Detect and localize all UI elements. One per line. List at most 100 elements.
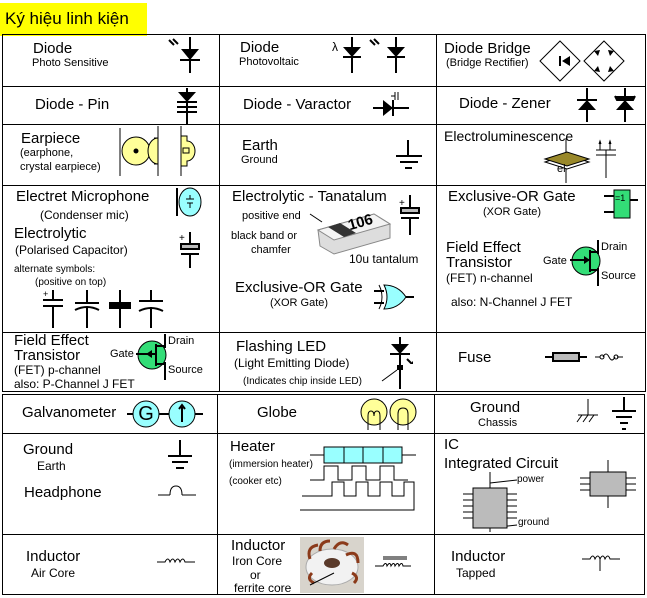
sub-ground-chassis: Chassis bbox=[478, 417, 518, 429]
label-el: Electroluminescence bbox=[444, 128, 574, 144]
fet-p-drain: Drain bbox=[168, 335, 195, 347]
label-ic-2: Integrated Circuit bbox=[444, 455, 559, 472]
sub-mic: (Condenser mic) bbox=[40, 208, 129, 222]
label-ground-chassis: Ground bbox=[470, 399, 521, 416]
fet-n-channel-icon bbox=[570, 240, 601, 286]
tantalum-value: 10u tantalum bbox=[349, 252, 419, 266]
label-diode-pv: Diode bbox=[240, 39, 280, 56]
earpiece-icon bbox=[119, 126, 196, 176]
ic-ground-label: ground bbox=[518, 517, 550, 528]
svg-text:+: + bbox=[43, 289, 48, 299]
label-varactor: Diode - Varactor bbox=[243, 96, 352, 113]
label-fuse: Fuse bbox=[458, 349, 492, 366]
tantalum-positive-end: positive end bbox=[242, 210, 301, 222]
label-led: Flashing LED bbox=[236, 338, 327, 355]
alternate-capacitor-icons: + bbox=[43, 289, 164, 328]
xor-gate-label: =1 bbox=[615, 193, 626, 203]
electret-microphone-icon bbox=[176, 187, 202, 217]
label-zener: Diode - Zener bbox=[459, 95, 551, 112]
label-fet-p-2: Transistor bbox=[14, 347, 81, 364]
label-ground-earth: Ground bbox=[23, 441, 74, 458]
sub-xor-2: (XOR Gate) bbox=[270, 297, 329, 309]
sub-fet-n: (FET) n-channel bbox=[446, 271, 533, 285]
fet-n-also: also: N-Channel J FET bbox=[451, 295, 573, 309]
lambda-label: λ bbox=[332, 40, 338, 54]
electroluminescence-icon bbox=[543, 138, 616, 183]
label-mic: Electret Microphone bbox=[16, 188, 150, 205]
tantalum-band-2: chamfer bbox=[251, 244, 291, 256]
fet-p-also: also: P-Channel J FET bbox=[14, 377, 135, 391]
page-title: Ký hiệu linh kiện bbox=[0, 3, 147, 36]
tantalum-capacitor-image bbox=[309, 213, 392, 255]
sub-inductor-iron-1: Iron Core bbox=[232, 554, 283, 568]
label-xor-1: Exclusive-OR Gate bbox=[448, 188, 576, 205]
label-ic-1: IC bbox=[444, 436, 459, 453]
sub-earpiece-1: (earphone, bbox=[20, 147, 74, 159]
photovoltaic-diode-icon bbox=[343, 37, 405, 73]
label-electrolytic: Electrolytic bbox=[14, 225, 87, 242]
galvanometer-icon bbox=[127, 400, 203, 428]
air-core-inductor-icon bbox=[157, 558, 195, 564]
svg-text:+: + bbox=[179, 233, 185, 244]
sub-earpiece-2: crystal earpiece) bbox=[20, 161, 101, 173]
label-globe: Globe bbox=[257, 404, 298, 421]
label-fet-n-1: Field Effect bbox=[446, 239, 521, 256]
label-fet-n-2: Transistor bbox=[446, 254, 513, 271]
tantalum-capacitor-icon: + bbox=[399, 195, 420, 235]
pin-diode-icon bbox=[177, 88, 197, 124]
label-tantalum: Electrolytic - Tanatalum bbox=[232, 188, 387, 205]
sub-heater-2: (cooker etc) bbox=[229, 476, 282, 487]
fet-n-source: Source bbox=[601, 270, 636, 282]
photo-diode-icon bbox=[168, 37, 200, 73]
sub-electrolytic: (Polarised Capacitor) bbox=[15, 243, 128, 257]
heater-icon bbox=[300, 446, 416, 511]
zener-diode-icon bbox=[577, 88, 636, 122]
el-label: el bbox=[557, 163, 566, 175]
label-heater: Heater bbox=[230, 438, 276, 455]
tapped-inductor-icon bbox=[582, 555, 620, 571]
label-headphone: Headphone bbox=[24, 484, 102, 501]
alt-symbols-label: alternate symbols: bbox=[14, 264, 96, 275]
label-pin: Diode - Pin bbox=[35, 96, 110, 113]
led-note: (Indicates chip inside LED) bbox=[243, 376, 362, 387]
sub-inductor-tapped: Tapped bbox=[456, 566, 496, 580]
sub-diode-photo: Photo Sensitive bbox=[32, 57, 109, 69]
xor-gate-icon bbox=[374, 284, 414, 310]
sub-led: (Light Emitting Diode) bbox=[234, 356, 350, 370]
sub-heater-1: (immersion heater) bbox=[229, 459, 313, 470]
fet-p-gate: Gate bbox=[110, 348, 134, 360]
varactor-diode-icon bbox=[373, 92, 409, 116]
sub-bridge: (Bridge Rectifier) bbox=[446, 57, 529, 69]
label-earth: Earth bbox=[242, 137, 278, 154]
sub-inductor-iron-3: ferrite core bbox=[234, 581, 292, 595]
label-xor-2: Exclusive-OR Gate bbox=[235, 279, 363, 296]
label-earpiece: Earpiece bbox=[21, 130, 81, 147]
fuse-icon bbox=[545, 352, 623, 362]
earth-ground-icon-2 bbox=[168, 440, 192, 469]
sub-fet-p: (FET) p-channel bbox=[14, 363, 101, 377]
toroid-inductor-photo bbox=[300, 537, 364, 593]
tantalum-band-1: black band or bbox=[231, 230, 298, 242]
label-galvanometer: Galvanometer bbox=[22, 404, 117, 421]
sub-earth: Ground bbox=[241, 154, 278, 166]
svg-text:+: + bbox=[399, 198, 405, 209]
sub-diode-pv: Photovoltaic bbox=[239, 56, 299, 68]
label-inductor-tapped: Inductor bbox=[451, 548, 506, 565]
label-fet-p-1: Field Effect bbox=[14, 332, 89, 349]
label-inductor-iron: Inductor bbox=[231, 537, 286, 554]
alt-symbols-sub: (positive on top) bbox=[35, 277, 107, 288]
fet-p-source: Source bbox=[168, 364, 203, 376]
galvanometer-g: G bbox=[138, 403, 154, 425]
electrolytic-capacitor-icon: + bbox=[179, 232, 200, 268]
label-diode-photo: Diode bbox=[33, 40, 73, 57]
headphone-icon bbox=[158, 485, 196, 496]
xor-gate-iec-icon bbox=[604, 189, 638, 219]
label-inductor-air: Inductor bbox=[26, 548, 81, 565]
fet-n-drain: Drain bbox=[601, 241, 628, 253]
fet-p-channel-icon bbox=[136, 334, 167, 380]
sub-inductor-air: Air Core bbox=[31, 566, 76, 580]
sub-ground-earth: Earth bbox=[37, 459, 66, 473]
earth-ground-icon bbox=[396, 140, 422, 169]
globe-lamp-icon bbox=[360, 398, 417, 430]
fet-n-gate: Gate bbox=[543, 255, 567, 267]
